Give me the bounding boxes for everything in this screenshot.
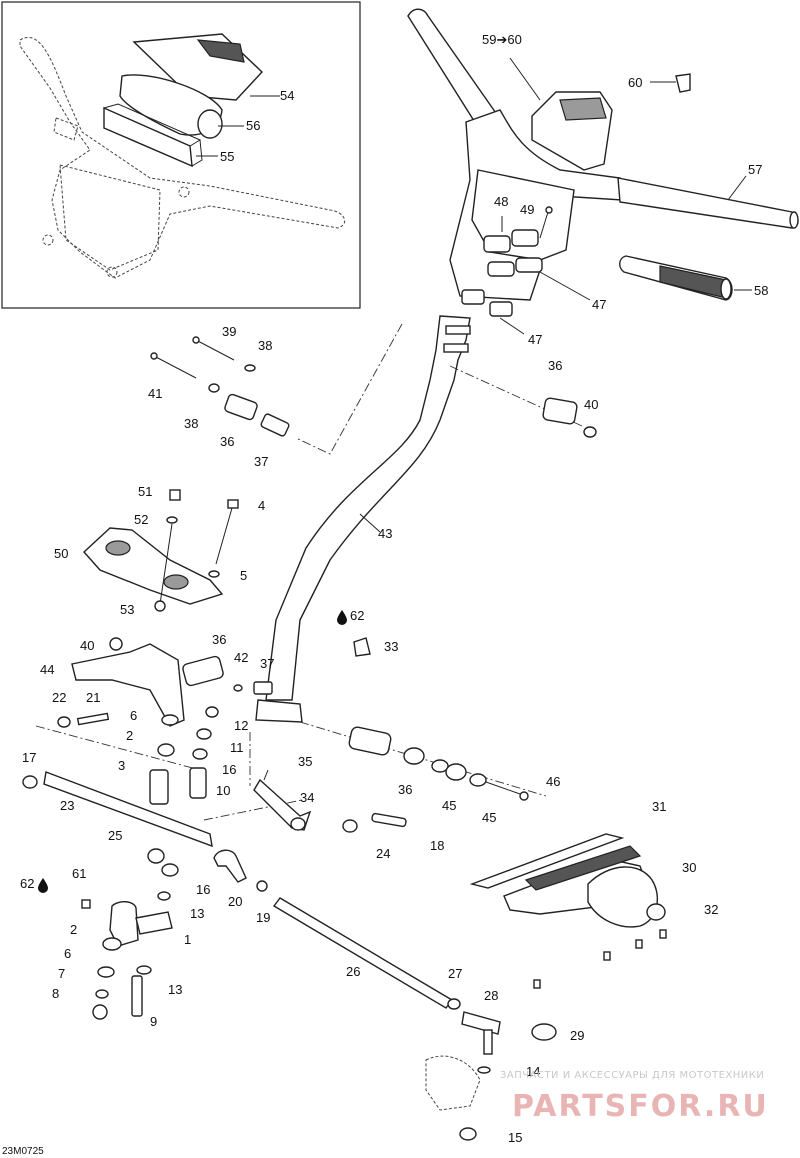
callout-23: 23 (60, 798, 74, 813)
callout-9: 9 (150, 1014, 157, 1029)
callout-16b: 16 (196, 882, 210, 897)
bracket-44-group (71, 637, 371, 727)
callout-11: 11 (230, 740, 244, 755)
mounting-plate-group (83, 489, 239, 612)
callout-27: 27 (448, 966, 462, 981)
callout-40a: 40 (584, 397, 598, 412)
callout-1: 1 (184, 932, 191, 947)
callout-22: 22 (52, 690, 66, 705)
callout-29: 29 (570, 1028, 584, 1043)
callout-34: 34 (300, 790, 314, 805)
callout-13a: 13 (190, 906, 204, 921)
callout-36d: 36 (398, 782, 412, 797)
lubricant-drop-icon (337, 610, 347, 625)
callout-6b: 6 (64, 946, 71, 961)
callout-59-60: 59➔60 (482, 32, 522, 47)
callout-38b: 38 (184, 416, 198, 431)
callout-45b: 45 (482, 810, 496, 825)
callout-54: 54 (280, 88, 294, 103)
callout-4: 4 (258, 498, 265, 513)
callout-20: 20 (228, 894, 242, 909)
callout-61: 61 (72, 866, 86, 881)
watermark-brand: PARTSFOR.RU (512, 1089, 769, 1124)
clip-part-60 (675, 73, 691, 93)
callout-57: 57 (748, 162, 762, 177)
callout-36b: 36 (548, 358, 562, 373)
callout-labels: 54 56 55 59➔60 60 57 48 49 58 47 47 39 3… (20, 32, 768, 1145)
callout-38a: 38 (258, 338, 272, 353)
diagram-code: 23M0725 (2, 1146, 44, 1157)
callout-21: 21 (86, 690, 100, 705)
callout-39: 39 (222, 324, 236, 339)
callout-2b: 2 (70, 922, 77, 937)
callout-30: 30 (682, 860, 696, 875)
boot-assembly (469, 833, 667, 989)
callout-41: 41 (148, 386, 162, 401)
callout-48: 48 (494, 194, 508, 209)
lubricant-drop-icon-2 (38, 878, 48, 893)
steering-column-43 (255, 315, 471, 723)
callout-3: 3 (118, 758, 125, 773)
callout-10: 10 (216, 783, 230, 798)
callout-55: 55 (220, 149, 234, 164)
callout-6a: 6 (130, 708, 137, 723)
callout-36c: 36 (212, 632, 226, 647)
callout-62b: 62 (20, 876, 34, 891)
callout-2a: 2 (126, 728, 133, 743)
callout-62a: 62 (350, 608, 364, 623)
callout-44: 44 (40, 662, 54, 677)
lower-left-parts (22, 706, 219, 1020)
callout-47b: 47 (528, 332, 542, 347)
callout-52: 52 (134, 512, 148, 527)
callout-5: 5 (240, 568, 247, 583)
callout-50: 50 (54, 546, 68, 561)
callout-15: 15 (508, 1130, 522, 1145)
callout-31: 31 (652, 799, 666, 814)
callout-24: 24 (376, 846, 390, 861)
seal-part-31 (469, 833, 625, 889)
callout-58: 58 (754, 283, 768, 298)
callout-26: 26 (346, 964, 360, 979)
handlebar-left-tube (407, 8, 500, 125)
callout-51: 51 (138, 484, 152, 499)
callout-43: 43 (378, 526, 392, 541)
handlebar-right-tube-57 (617, 177, 799, 229)
callout-35: 35 (298, 754, 312, 769)
callout-33: 33 (384, 639, 398, 654)
callout-16a: 16 (222, 762, 236, 777)
callout-32: 32 (704, 902, 718, 917)
tie-rod-26 (272, 897, 454, 1009)
callout-40b: 40 (80, 638, 94, 653)
callout-49: 49 (520, 202, 534, 217)
callout-19: 19 (256, 910, 270, 925)
callout-36a: 36 (220, 434, 234, 449)
callout-17: 17 (22, 750, 36, 765)
handlebar-assembly (407, 8, 799, 335)
callout-14: 14 (526, 1064, 540, 1079)
callout-12: 12 (234, 718, 248, 733)
inset-panel (1, 1, 361, 309)
callout-45a: 45 (442, 798, 456, 813)
callout-8: 8 (52, 986, 59, 1001)
watermark-subtitle: ЗАПЧАСТИ И АКСЕССУАРЫ ДЛЯ МОТОТЕХНИКИ (500, 1070, 764, 1081)
callout-13b: 13 (168, 982, 182, 997)
callout-56: 56 (246, 118, 260, 133)
upper-bushings-group (150, 336, 597, 438)
callout-53: 53 (120, 602, 134, 617)
callout-7: 7 (58, 966, 65, 981)
callout-47a: 47 (592, 297, 606, 312)
axis-line (295, 323, 403, 455)
callout-28: 28 (484, 988, 498, 1003)
callout-46: 46 (546, 774, 560, 789)
boot-part-30 (587, 866, 659, 928)
callout-42: 42 (234, 650, 248, 665)
callout-37b: 37 (260, 656, 274, 671)
callout-37a: 37 (254, 454, 268, 469)
tie-rod-group (213, 726, 557, 1141)
callout-60: 60 (628, 75, 642, 90)
callout-25: 25 (108, 828, 122, 843)
callout-18: 18 (430, 838, 444, 853)
